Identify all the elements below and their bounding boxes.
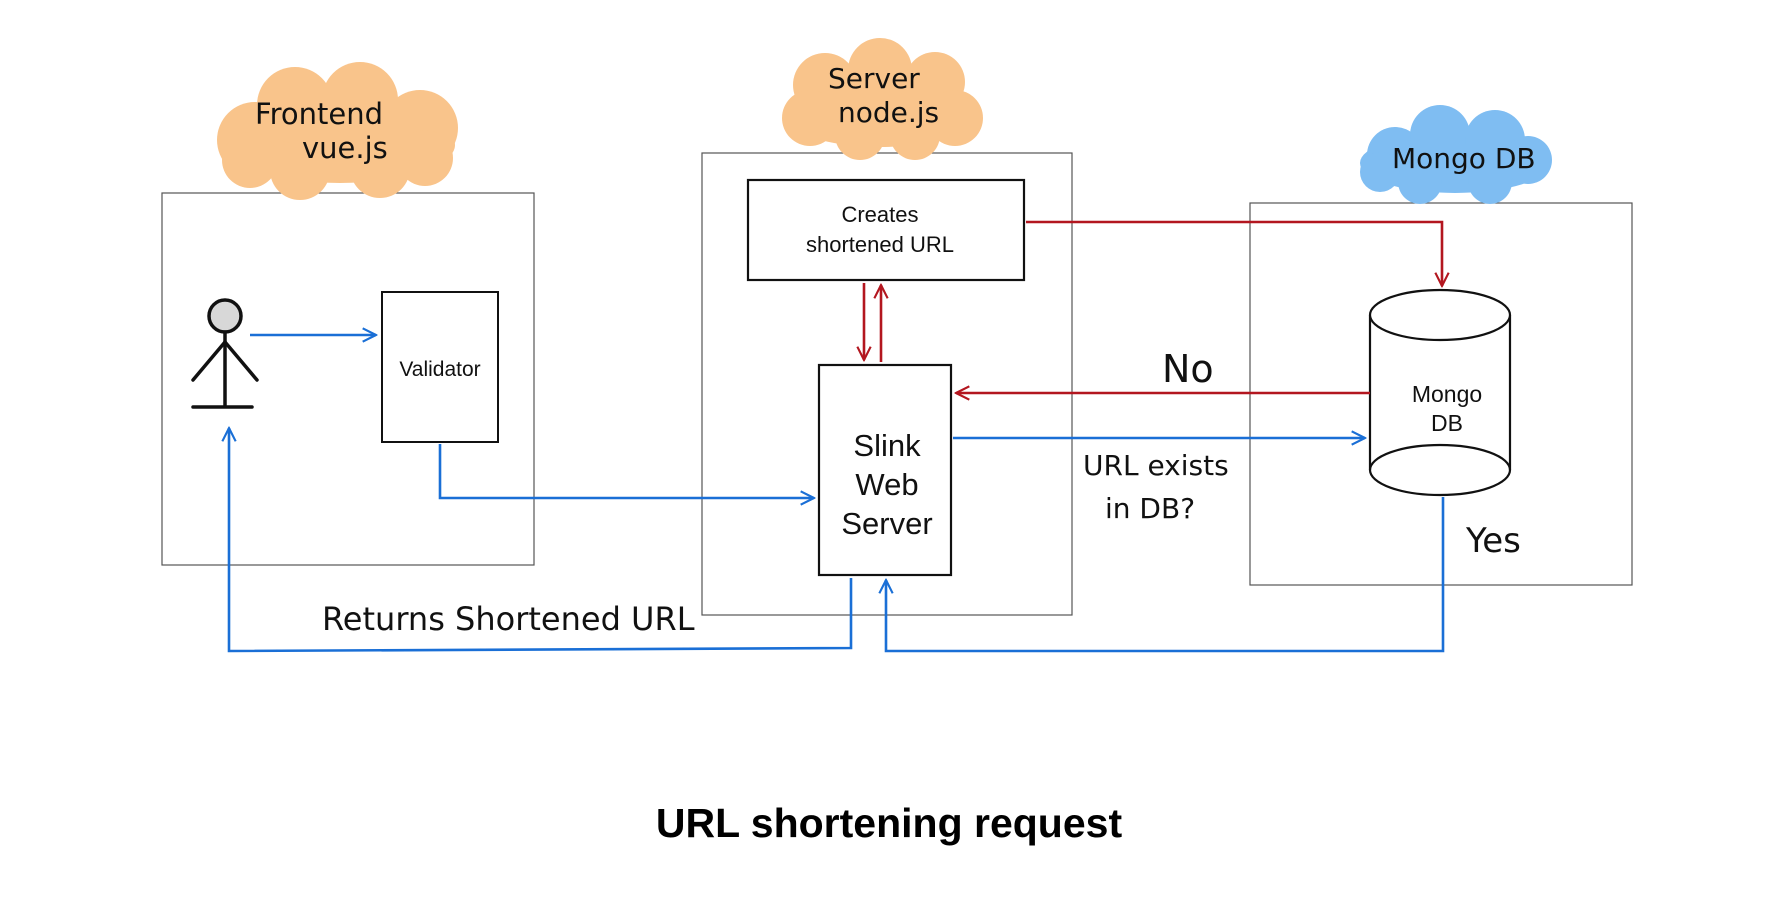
frontend-zone [161, 192, 535, 566]
validator-label: Validator [399, 358, 480, 381]
arrow-creator-to-db [1026, 220, 1442, 286]
db-line2: DB [1431, 410, 1463, 436]
diagram-title: URL shortening request [655, 800, 1123, 846]
server-cloud-line2: node.js [838, 96, 939, 129]
web-server-node: Slink Web Server [817, 363, 953, 577]
arrow-validator-to-server [438, 444, 814, 498]
server-cloud: Server node.js [782, 38, 983, 160]
label-yes: Yes [1465, 521, 1521, 561]
server-cloud-line1: Server [828, 62, 920, 95]
db-line1: Mongo [1412, 381, 1482, 407]
label-url-exists-line1: URL exists [1083, 449, 1229, 482]
label-url-exists-line2: in DB? [1105, 492, 1195, 525]
web-server-line1: Slink [853, 428, 921, 463]
frontend-cloud-line1: Frontend [255, 97, 383, 131]
database-icon: Mongo DB [1368, 288, 1512, 497]
url-creator-line1: Creates [841, 202, 918, 227]
web-server-line3: Server [841, 506, 932, 541]
label-returns-shortened-url: Returns Shortened URL [322, 600, 695, 638]
arrow-return-to-user [229, 428, 853, 653]
url-creator-line2: shortened URL [806, 232, 954, 257]
validator-node: Validator [381, 291, 499, 443]
arrow-db-yes-to-server [886, 497, 1445, 653]
label-no: No [1162, 347, 1214, 391]
database-cloud: Mongo DB [1360, 105, 1552, 204]
frontend-cloud-line2: vue.js [302, 131, 388, 165]
web-server-line2: Web [855, 467, 918, 502]
user-icon [191, 298, 259, 409]
database-cloud-label: Mongo DB [1392, 142, 1536, 175]
url-creator-node: Creates shortened URL [746, 178, 1026, 282]
frontend-cloud: Frontend vue.js [217, 62, 458, 200]
